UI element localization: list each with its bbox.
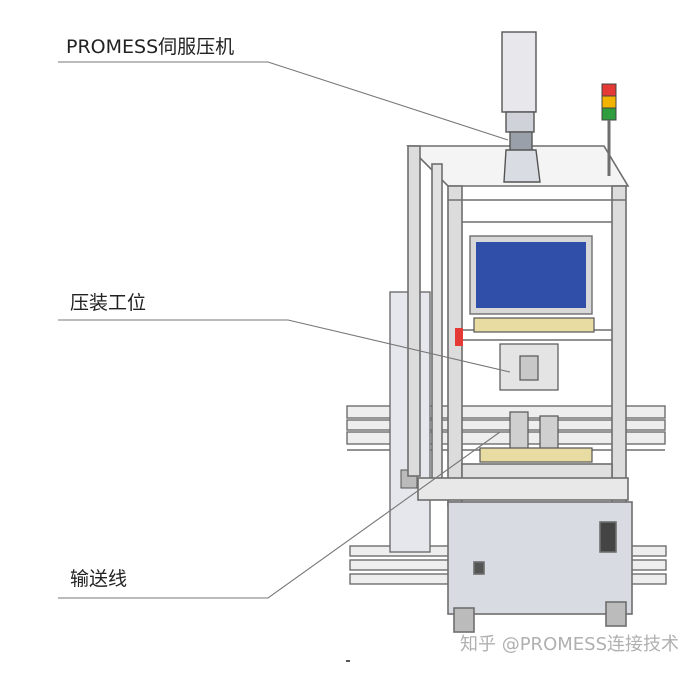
label-servo-press: PROMESS伺服压机	[66, 36, 235, 58]
label-press-station: 压装工位	[70, 292, 147, 314]
signal-tower	[601, 83, 617, 176]
machine-frame	[406, 145, 630, 507]
watermark: 知乎 @PROMESS连接技术	[459, 634, 679, 655]
label-conveyor: 输送线	[70, 568, 128, 590]
leader-lines	[58, 61, 511, 599]
mark	[346, 660, 350, 662]
press-station	[455, 317, 595, 463]
servo-press	[501, 31, 541, 183]
hmi-screen	[469, 235, 593, 315]
control-cabinet	[447, 501, 633, 633]
